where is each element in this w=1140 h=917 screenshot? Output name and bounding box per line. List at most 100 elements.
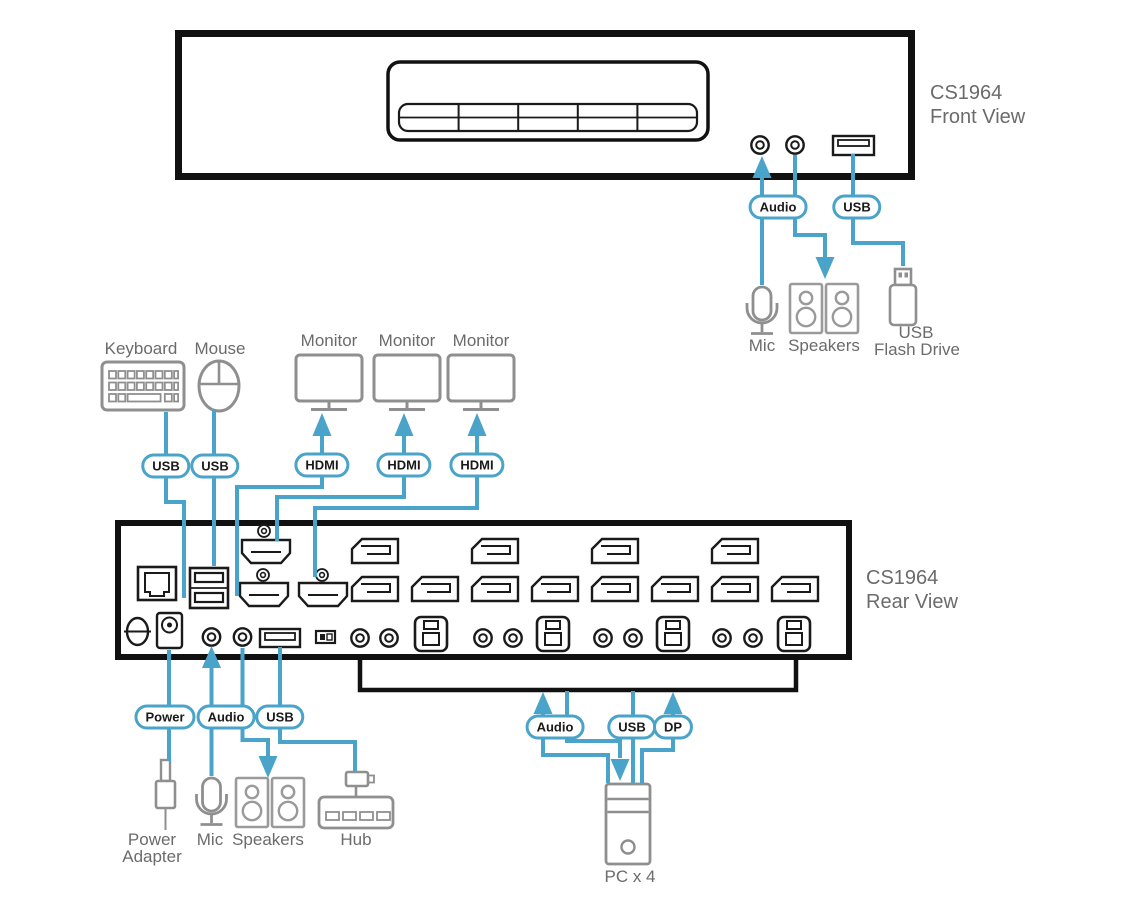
flash-drive-label-line1: USB (898, 323, 934, 342)
front-audio-callout: Audio (748, 194, 808, 220)
monitor-icon (294, 353, 364, 411)
arrow-down-rear-speakers (258, 756, 278, 778)
front-view-title: CS1964 Front View (930, 81, 1025, 129)
flash-drive-label-line2: Flash Drive (874, 340, 960, 359)
rear-view-title-line2: Rear View (866, 591, 958, 613)
pc2-speaker-jack-icon (503, 628, 523, 648)
rj45-port-icon (136, 565, 178, 602)
arrow-up-rear-mic-jack (202, 646, 221, 668)
power-adapter-label-line2: Adapter (122, 847, 182, 866)
screw-icon (257, 524, 271, 538)
rear-audio-callout: Audio (196, 704, 256, 730)
dip-switch-icon (314, 629, 337, 645)
dp-port-icon (530, 575, 580, 603)
hub-cable (278, 647, 357, 771)
pc4-usb-b-port-icon (776, 615, 812, 653)
usb-a-stacked-ports-icon (188, 566, 230, 610)
dp-port-icon (470, 537, 520, 565)
rear-usb-a-port-icon (258, 627, 302, 649)
pc4-mic-jack-icon (712, 628, 732, 648)
console-speaker-jack-icon (232, 627, 253, 647)
pc1-mic-jack-icon (350, 628, 370, 648)
pc-tower-icon (604, 782, 652, 866)
hdmi-port-icon (240, 538, 292, 565)
hub-label: Hub (340, 830, 372, 849)
dp-port-icon (410, 575, 460, 603)
rear-speaker-right-icon (270, 776, 306, 829)
rear-panel-device (115, 520, 852, 660)
dp-port-icon (710, 537, 760, 565)
monitor-icon (446, 353, 516, 411)
pc2-usb-b-port-icon (535, 615, 571, 653)
screw-icon (315, 568, 329, 582)
pc-usb-callout: USB (607, 714, 657, 740)
rear-speaker-cable (240, 648, 270, 756)
pc-audio-callout: Audio (525, 714, 585, 740)
pc2-mic-jack-icon (473, 628, 493, 648)
grounding-terminal-icon (124, 616, 151, 647)
pc-dp-callout: DP (652, 714, 694, 740)
rear-mic-label: Mic (196, 830, 224, 849)
hdmi-port-icon (238, 581, 290, 608)
pc1-speaker-jack-icon (379, 628, 399, 648)
front-view-title-line1: CS1964 (930, 82, 1003, 104)
hdmi-callout-1: HDMI (294, 452, 350, 478)
dp-port-icon (590, 575, 640, 603)
arrow-up-monitor-3 (467, 413, 487, 436)
rear-view-title-line1: CS1964 (866, 567, 939, 589)
console-mic-jack-icon (201, 627, 222, 647)
front-mic-jack-icon (750, 135, 770, 155)
pc1-usb-b-port-icon (413, 615, 449, 653)
dp-port-icon (650, 575, 700, 603)
usb-flash-drive-icon (888, 267, 918, 327)
power-adapter-label-line1: Power (127, 830, 177, 849)
front-mic-label: Mic (748, 336, 776, 355)
arrowheads (202, 156, 835, 781)
rear-view-title: CS1964 Rear View (866, 566, 958, 614)
front-speakers-label: Speakers (788, 336, 860, 355)
dp-port-icon (770, 575, 820, 603)
mouse-label: Mouse (194, 339, 246, 358)
pc3-mic-jack-icon (593, 628, 613, 648)
dp-port-icon (470, 575, 520, 603)
rear-speakers-label: Speakers (232, 830, 304, 849)
pc-dp-cable (640, 736, 675, 783)
power-adapter-icon (154, 758, 177, 830)
rear-usb-callout: USB (255, 704, 305, 730)
keyboard-usb-callout: USB (141, 453, 191, 479)
arrow-up-front-mic-jack (752, 156, 772, 178)
monitor-label-3: Monitor (452, 331, 510, 350)
hdmi-callout-2: HDMI (376, 452, 432, 478)
arrow-up-pc-audio (533, 692, 553, 714)
front-usb-callout: USB (832, 194, 882, 220)
monitor-label-1: Monitor (300, 331, 358, 350)
pc4-speaker-jack-icon (743, 628, 763, 648)
front-usb-port-icon (831, 134, 876, 157)
dp-port-icon (590, 537, 640, 565)
usb-hub-icon (317, 770, 395, 830)
power-callout: Power (134, 704, 196, 730)
monitor-label-2: Monitor (378, 331, 436, 350)
pc-ports-bracket (357, 657, 799, 693)
pc-label: PC x 4 (604, 867, 656, 886)
arrow-up-pc-dp (663, 692, 683, 714)
front-speaker-right-icon (824, 282, 860, 335)
dp-port-icon (350, 575, 400, 603)
hdmi3-cable-down (313, 477, 479, 577)
arrow-up-monitor-2 (394, 413, 414, 436)
pc-audio-cable (541, 736, 610, 783)
rear-speaker-left-icon (234, 776, 270, 829)
hdmi2-cable-down (275, 477, 406, 541)
dp-port-icon (350, 537, 400, 565)
arrow-up-monitor-1 (312, 413, 332, 436)
hdmi-callout-3: HDMI (449, 452, 505, 478)
front-speaker-jack-icon (785, 135, 805, 155)
rear-mic-icon (195, 776, 228, 826)
front-pushbutton-row (397, 102, 699, 133)
arrow-down-front-speakers (815, 257, 835, 279)
keyboard-icon (100, 360, 186, 412)
front-speaker-left-icon (788, 282, 824, 335)
monitor-icon (372, 353, 442, 411)
